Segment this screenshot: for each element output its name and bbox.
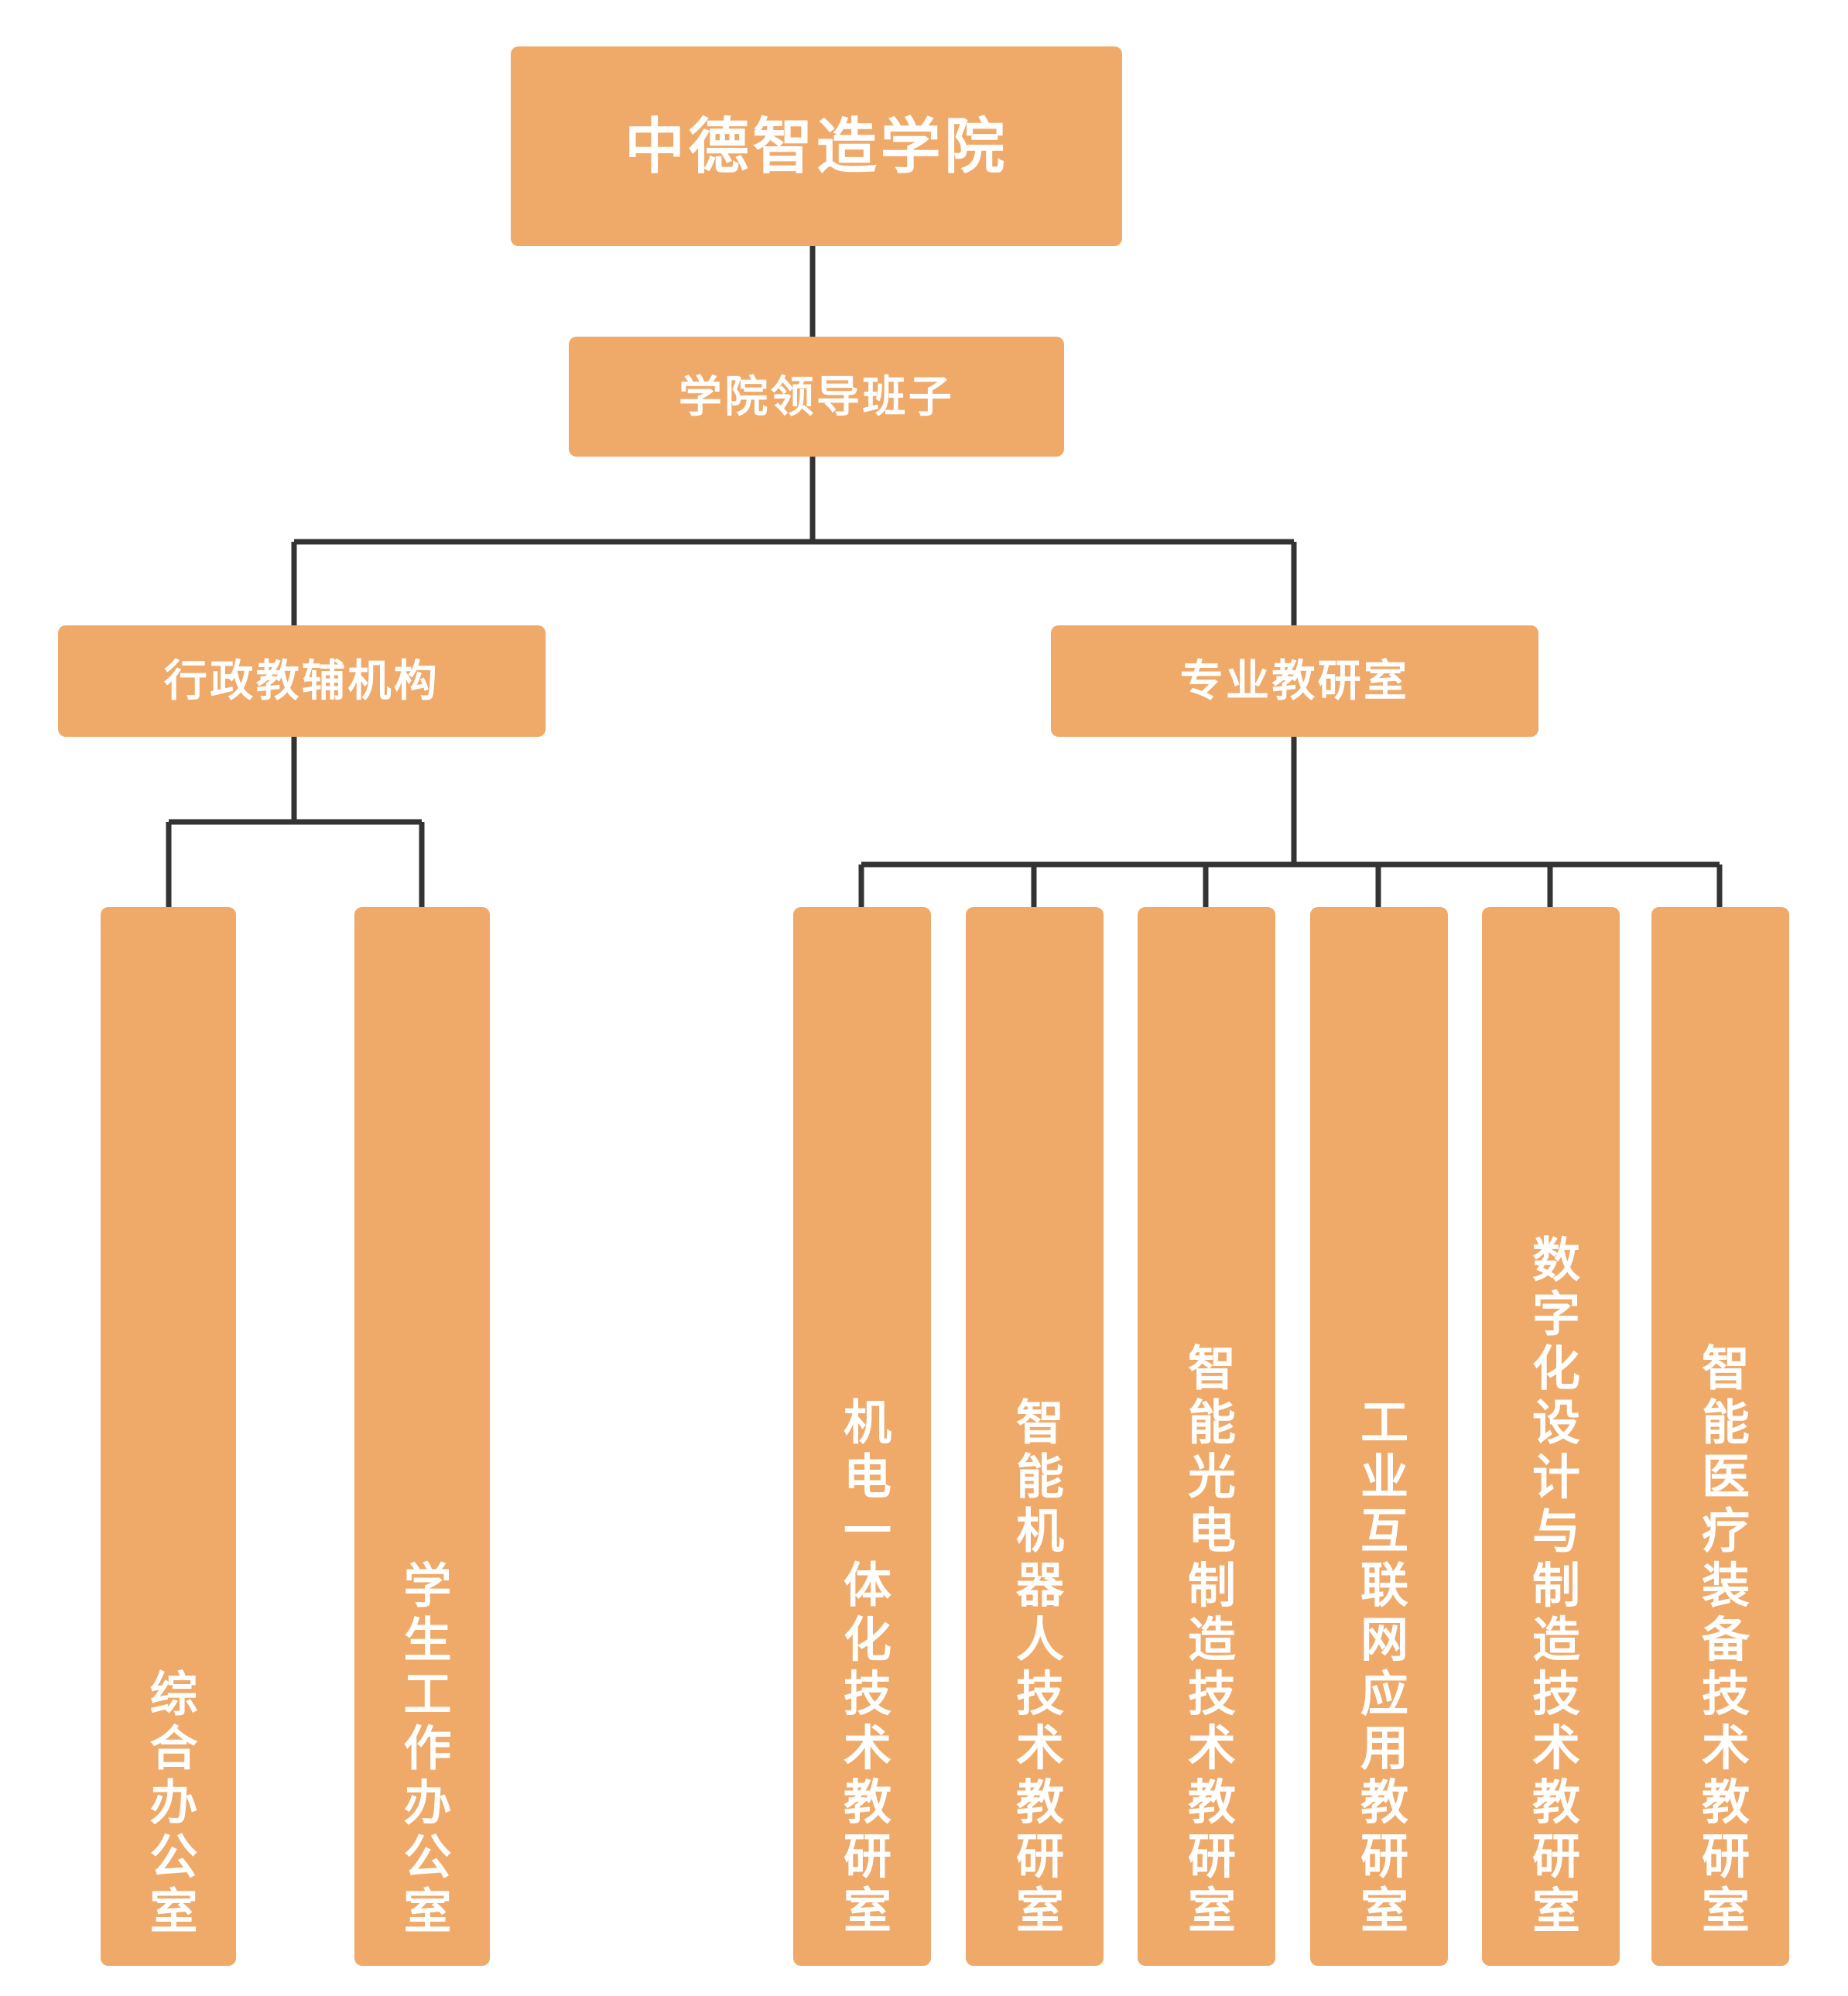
node-teaching-office-intelligent-robotics[interactable]: 智能机器人技术教研室 <box>966 907 1104 1966</box>
edge-leadership-split <box>291 457 1297 625</box>
node-leadership[interactable]: 学院领导班子 <box>569 337 1064 457</box>
node-root[interactable]: 中德智造学院 <box>511 46 1122 246</box>
node-teaching-office-digital-design-manufacturing-label: 数字化设计与制造技术教研室 <box>1525 1234 1578 1940</box>
node-teaching-office-optoelectronic-manufacturing[interactable]: 智能光电制造技术教研室 <box>1138 907 1275 1966</box>
node-teaching-office-optoelectronic-manufacturing-label: 智能光电制造技术教研室 <box>1180 1343 1234 1940</box>
node-admin[interactable]: 行政教辅机构 <box>58 625 546 737</box>
edge-admin-split <box>166 737 425 907</box>
node-academic[interactable]: 专业教研室 <box>1051 625 1538 737</box>
node-admin-label: 行政教辅机构 <box>163 656 440 705</box>
node-teaching-office-medical-equipment-label: 智能医疗装备技术教研室 <box>1694 1343 1747 1940</box>
node-admin-general-office[interactable]: 综合办公室 <box>101 907 236 1966</box>
node-admin-general-office-label: 综合办公室 <box>142 1668 196 1940</box>
node-academic-label: 专业教研室 <box>1179 656 1410 705</box>
node-teaching-office-medical-equipment[interactable]: 智能医疗装备技术教研室 <box>1651 907 1789 1966</box>
node-teaching-office-intelligent-robotics-label: 智能机器人技术教研室 <box>1008 1397 1062 1940</box>
node-root-label: 中德智造学院 <box>624 112 1009 180</box>
node-teaching-office-mechatronics[interactable]: 机电一体化技术教研室 <box>793 907 931 1966</box>
edge-academic-split <box>858 737 1723 907</box>
node-teaching-office-industrial-internet[interactable]: 工业互联网应用教研室 <box>1310 907 1448 1966</box>
node-admin-student-affairs-office[interactable]: 学生工作办公室 <box>354 907 490 1966</box>
node-teaching-office-mechatronics-label: 机电一体化技术教研室 <box>836 1397 889 1940</box>
node-teaching-office-digital-design-manufacturing[interactable]: 数字化设计与制造技术教研室 <box>1482 907 1620 1966</box>
node-teaching-office-industrial-internet-label: 工业互联网应用教研室 <box>1353 1397 1406 1940</box>
node-admin-student-affairs-office-label: 学生工作办公室 <box>395 1559 450 1940</box>
node-leadership-label: 学院领导班子 <box>678 371 955 421</box>
